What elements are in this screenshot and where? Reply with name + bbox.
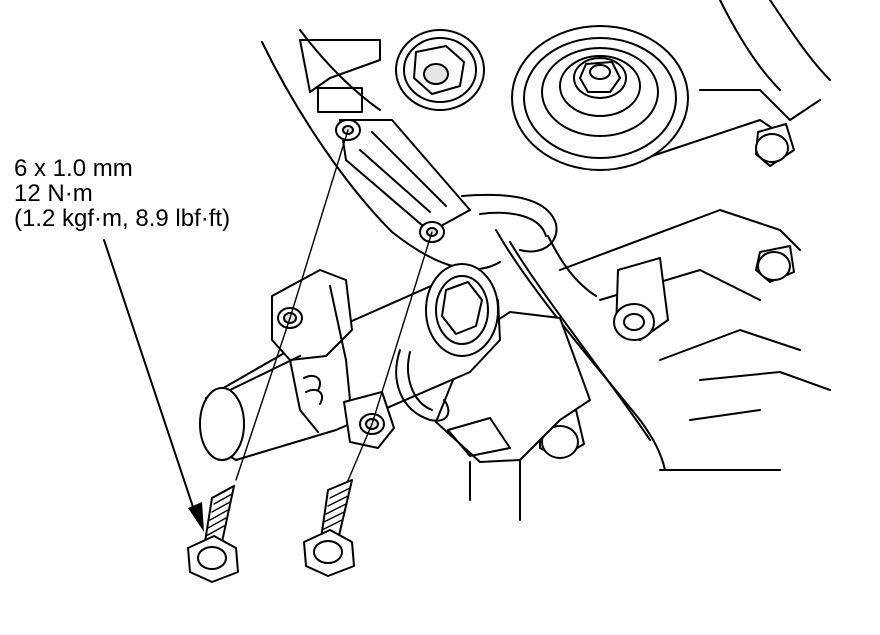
bracket-bolt-holes [335, 119, 445, 243]
auto-tensioner [199, 263, 501, 461]
cover-bolt-top [395, 29, 485, 111]
torque-callout: 6 x 1.0 mm 12 N·m (1.2 kgf·m, 8.9 lbf·ft… [14, 156, 230, 231]
idler-pulley [511, 25, 689, 171]
mounting-studs [539, 123, 795, 459]
torque-alt-label: (1.2 kgf·m, 8.9 lbf·ft) [14, 205, 231, 232]
mounting-bolt-left [187, 485, 239, 583]
alignment-lines [235, 129, 433, 491]
torque-nm-label: 12 N·m [14, 180, 93, 207]
mounting-bolt-right [303, 479, 355, 577]
callout-arrow [103, 239, 204, 532]
bolt-size-label: 6 x 1.0 mm [14, 155, 133, 182]
